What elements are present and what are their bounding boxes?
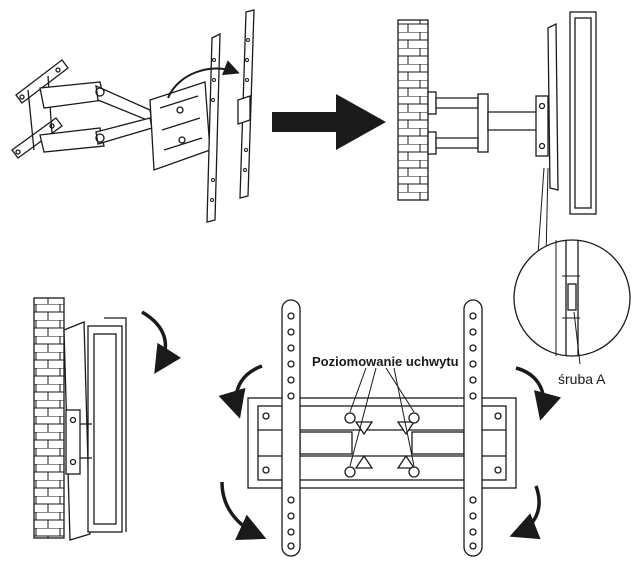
vertical-rail-left: [281, 299, 301, 557]
leveling-label: Poziomowanie uchwytu: [312, 354, 459, 369]
leveling-screws: [344, 412, 420, 478]
curved-arrow-icon: [218, 364, 263, 419]
tv-screen: [547, 11, 597, 215]
screw-icon: [344, 412, 356, 424]
curved-arrow-icon: [141, 310, 182, 374]
tilt-side-panel: [33, 297, 182, 541]
screw-detail: [513, 239, 631, 365]
tilt-head: [65, 409, 92, 475]
large-right-arrow-icon: [272, 94, 386, 150]
brick-wall: [33, 297, 65, 539]
wall-mounted-panel: [397, 11, 597, 259]
screw-icon: [567, 283, 577, 311]
curved-arrow-icon: [167, 60, 240, 99]
screw-icon: [344, 466, 356, 478]
curved-arrow-icon: [220, 481, 267, 541]
vertical-rails: [206, 9, 255, 223]
screw-label: śruba A: [558, 371, 606, 387]
brick-wall: [397, 19, 429, 201]
screw-icon: [408, 466, 420, 478]
swing-arms: [39, 81, 153, 153]
curved-arrow-icon: [515, 366, 562, 421]
tilt-head: [149, 81, 211, 171]
arm-bracket-panel: [11, 9, 255, 223]
label-pointers: [349, 367, 415, 467]
curved-arrow-icon: [509, 485, 541, 540]
tilt-head: [535, 95, 549, 157]
swing-arms: [427, 91, 541, 155]
screw-icon: [408, 412, 420, 424]
vertical-rail-right: [463, 299, 483, 557]
front-view-panel: [218, 299, 562, 557]
